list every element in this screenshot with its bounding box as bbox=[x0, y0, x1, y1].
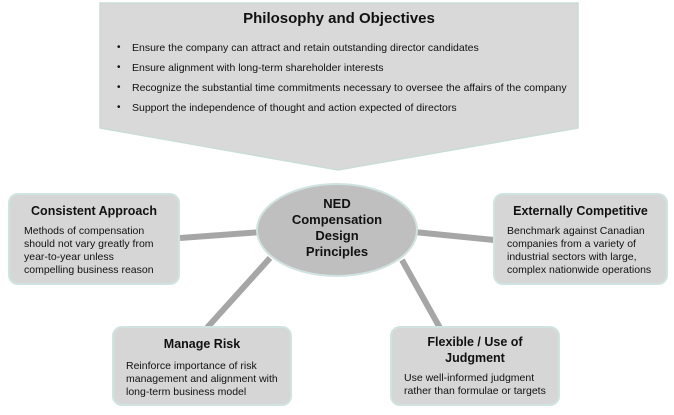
philosophy-title: Philosophy and Objectives bbox=[243, 10, 435, 27]
manage-risk-box: Manage Risk Reinforce importance of risk… bbox=[112, 326, 292, 406]
flexible-judgment-box: Flexible / Use of Judgment Use well-info… bbox=[390, 326, 560, 406]
bullet: • bbox=[117, 82, 121, 93]
title-line: Judgment bbox=[445, 351, 505, 365]
body-line: year-to-year unless bbox=[24, 251, 114, 263]
flexible-judgment-body: Use well-informed judgment rather than f… bbox=[404, 372, 546, 398]
body-line: Use well-informed judgment bbox=[404, 372, 535, 384]
philosophy-arrow-shape bbox=[99, 2, 579, 171]
flexible-judgment-title: Flexible / Use of Judgment bbox=[392, 334, 558, 366]
connector-external bbox=[413, 229, 495, 243]
manage-risk-body: Reinforce importance of risk management … bbox=[126, 360, 278, 399]
body-line: Benchmark against Canadian bbox=[507, 225, 645, 237]
center-line: Principles bbox=[305, 244, 369, 259]
philosophy-item-text: Ensure the company can attract and retai… bbox=[132, 42, 479, 54]
connector-flexible bbox=[399, 258, 443, 330]
body-line: Methods of compensation bbox=[24, 225, 145, 237]
center-ellipse bbox=[256, 183, 418, 277]
externally-competitive-title: Externally Competitive bbox=[513, 204, 648, 218]
externally-competitive-body: Benchmark against Canadian companies fro… bbox=[507, 225, 651, 277]
center-line: Design bbox=[315, 228, 359, 243]
philosophy-list: • Ensure the company can attract and reta… bbox=[112, 38, 582, 118]
body-line: industrial sectors with large, bbox=[507, 251, 637, 263]
philosophy-item: • Support the independence of thought and… bbox=[112, 98, 582, 118]
externally-competitive-box: Externally Competitive Benchmark against… bbox=[493, 193, 668, 285]
body-line: rather than formulae or targets bbox=[404, 385, 546, 397]
consistent-approach-body: Methods of compensation should not vary … bbox=[24, 225, 154, 277]
connector-consistent bbox=[179, 229, 263, 241]
body-line: companies from a variety of bbox=[507, 238, 636, 250]
philosophy-item: • Ensure the company can attract and reta… bbox=[112, 38, 582, 58]
body-line: compelling business reason bbox=[24, 264, 154, 276]
philosophy-item-text: Ensure alignment with long-term sharehol… bbox=[132, 62, 384, 74]
bullet: • bbox=[117, 102, 121, 113]
title-line: Flexible / Use of bbox=[427, 335, 523, 349]
center-line: NED bbox=[323, 196, 351, 211]
body-line: complex nationwide operations bbox=[507, 264, 652, 276]
philosophy-item: • Ensure alignment with long-term shareho… bbox=[112, 58, 582, 78]
philosophy-item-text: Support the independence of thought and … bbox=[132, 102, 457, 114]
philosophy-item: • Recognize the substantial time commitme… bbox=[112, 78, 582, 98]
consistent-approach-title: Consistent Approach bbox=[31, 204, 157, 218]
body-line: should not vary greatly from bbox=[24, 238, 154, 250]
body-line: long-term business model bbox=[126, 386, 247, 398]
consistent-approach-box: Consistent Approach Methods of compensat… bbox=[8, 193, 180, 285]
bullet: • bbox=[117, 62, 121, 73]
connector-risk bbox=[202, 255, 273, 333]
body-line: Reinforce importance of risk bbox=[126, 360, 257, 372]
body-line: management and alignment with bbox=[126, 373, 278, 385]
center-line: Compensation bbox=[291, 212, 383, 227]
center-label: NED Compensation Design Principles bbox=[258, 196, 416, 260]
bullet: • bbox=[117, 42, 121, 53]
philosophy-item-text: Recognize the substantial time commitmen… bbox=[132, 82, 567, 94]
manage-risk-title: Manage Risk bbox=[163, 337, 241, 351]
